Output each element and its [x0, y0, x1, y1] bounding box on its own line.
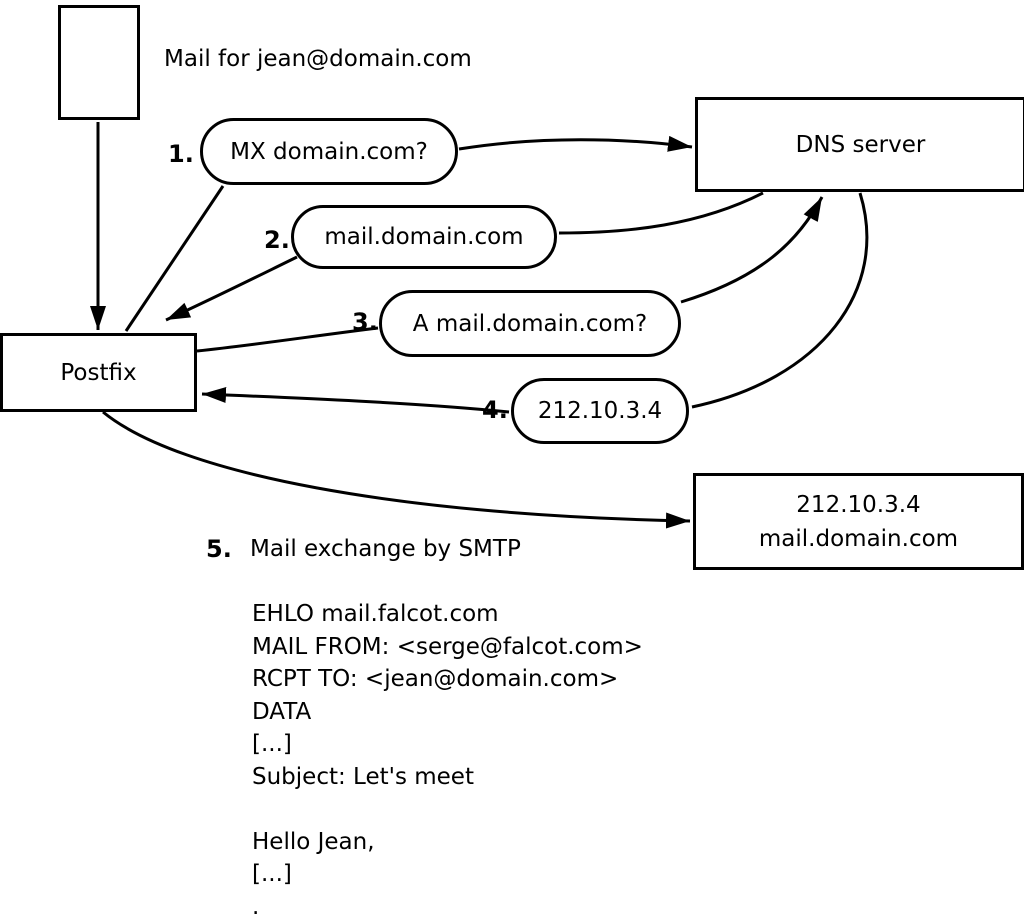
- reply-mx-pill: mail.domain.com: [291, 205, 557, 269]
- query-mx-label: MX domain.com?: [230, 138, 428, 165]
- line-postfix-to-query-a: [196, 326, 379, 353]
- mailserver-labels: 212.10.3.4 mail.domain.com: [759, 488, 958, 556]
- arrow-reply-a-to-postfix: [201, 386, 510, 414]
- line-dns-to-reply-a: [691, 192, 869, 409]
- query-a-label: A mail.domain.com?: [412, 310, 648, 337]
- line-dns-to-reply-mx: [558, 191, 764, 235]
- postfix-node: Postfix: [0, 333, 197, 412]
- reply-a-label: 212.10.3.4: [537, 398, 663, 424]
- line-postfix-to-query-mx: [124, 185, 225, 332]
- step-3-number: 3.: [352, 308, 378, 336]
- mail-note: Mail for jean@domain.com: [164, 46, 472, 72]
- step-5-label: Mail exchange by SMTP: [250, 536, 521, 562]
- arrow-query-a-to-dns: [680, 196, 824, 304]
- reply-mx-label: mail.domain.com: [324, 224, 524, 250]
- query-a-pill: A mail.domain.com?: [379, 290, 681, 357]
- arrow-reply-mx-to-postfix: [165, 255, 298, 322]
- step-2-number: 2.: [264, 226, 290, 254]
- dns-server-label: DNS server: [795, 131, 926, 158]
- arrow-query-mx-to-dns: [458, 135, 693, 152]
- mail-message-node: [58, 5, 140, 120]
- reply-a-pill: 212.10.3.4: [511, 378, 689, 444]
- step-1-number: 1.: [168, 140, 194, 168]
- query-mx-pill: MX domain.com?: [200, 118, 458, 185]
- step-4-number: 4.: [482, 396, 508, 424]
- postfix-label: Postfix: [60, 359, 137, 386]
- smtp-session-text: EHLO mail.falcot.com MAIL FROM: <serge@f…: [252, 601, 643, 919]
- mailserver-ip: 212.10.3.4: [796, 491, 921, 518]
- mailserver-node: 212.10.3.4 mail.domain.com: [693, 473, 1024, 570]
- arrow-postfix-to-mailserver: [102, 410, 691, 529]
- mailserver-host: mail.domain.com: [758, 525, 959, 552]
- dns-server-node: DNS server: [695, 97, 1024, 192]
- step-5-number: 5.: [206, 535, 232, 563]
